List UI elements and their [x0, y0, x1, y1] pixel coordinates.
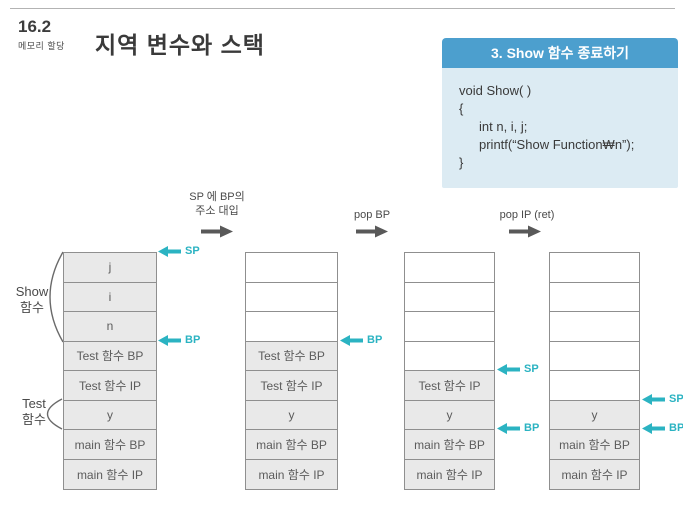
sp-label: SP: [524, 363, 539, 375]
left-arrow-icon: [497, 423, 520, 434]
step-arrow-icon: [356, 225, 388, 238]
stack-cell: Test 함수 BP: [246, 341, 337, 371]
stack-cell: [405, 282, 494, 312]
left-arrow-icon: [642, 394, 665, 405]
stack-cell: y: [550, 400, 639, 430]
stack-cell: [550, 253, 639, 283]
transition-label-sp-assign: SP 에 BP의 주소 대입: [182, 190, 252, 218]
bp-pointer-stack2: BP: [340, 335, 382, 346]
left-arrow-icon: [158, 246, 181, 257]
sp-pointer-stack1: SP: [158, 246, 200, 257]
code-line: printf(“Show Function₩n”);: [479, 137, 635, 152]
bp-pointer-stack3: BP: [497, 423, 539, 434]
left-arrow-icon: [642, 423, 665, 434]
stack-diagram-3: Test 함수 IP y main 함수 BP main 함수 IP: [404, 252, 495, 490]
stack-cell: Test 함수 IP: [405, 371, 494, 401]
stack-cell: n: [64, 312, 156, 342]
stack-cell: main 함수 BP: [405, 430, 494, 460]
stack-cell: [550, 341, 639, 371]
frame-label-line: 함수: [22, 412, 46, 427]
code-panel-body: void Show( ) { int n, i, j; printf(“Show…: [442, 68, 678, 188]
bp-label: BP: [367, 334, 383, 346]
code-panel: 3. Show 함수 종료하기 void Show( ) { int n, i,…: [442, 38, 678, 188]
stack-cell: [550, 371, 639, 401]
frame-label-show: Show 함수: [12, 284, 52, 316]
show-frame-brace: [49, 251, 64, 343]
stack-cell: main 함수 IP: [550, 459, 639, 489]
frame-label-line: Test: [22, 396, 46, 411]
transition-label-line: pop BP: [353, 209, 391, 221]
stack-cell: y: [64, 400, 156, 430]
stack-diagram-4: y main 함수 BP main 함수 IP: [549, 252, 640, 490]
bp-pointer-stack1: BP: [158, 335, 200, 346]
bp-pointer-stack4: BP: [642, 423, 683, 434]
code-line: {: [459, 101, 464, 116]
sp-pointer-stack4: SP: [642, 394, 683, 405]
sp-label: SP: [185, 245, 200, 257]
transition-label-pop-ip: pop IP (ret): [492, 208, 562, 222]
stack-cell: [405, 312, 494, 342]
stack-cell: [246, 253, 337, 283]
frame-label-line: Show: [15, 284, 49, 299]
stack-cell: y: [246, 400, 337, 430]
stack-cell: main 함수 IP: [246, 459, 337, 489]
frame-label-test: Test 함수: [14, 396, 54, 428]
stack-cell: [405, 341, 494, 371]
stack-cell: [550, 312, 639, 342]
stack-diagram-1: j i n Test 함수 BP Test 함수 IP y main 함수 BP…: [63, 252, 157, 490]
stack-cell: main 함수 IP: [64, 459, 156, 489]
left-arrow-icon: [158, 335, 181, 346]
code-panel-header: 3. Show 함수 종료하기: [442, 38, 678, 68]
sp-pointer-stack3: SP: [497, 364, 539, 375]
stack-diagram-2: Test 함수 BP Test 함수 IP y main 함수 BP main …: [245, 252, 338, 490]
stack-cell: main 함수 BP: [64, 430, 156, 460]
stack-cell: main 함수 IP: [405, 459, 494, 489]
stack-cell: Test 함수 BP: [64, 341, 156, 371]
stack-cell: [246, 312, 337, 342]
transition-label-line: 주소 대입: [195, 205, 239, 217]
stack-cell: [405, 253, 494, 283]
stack-cell: [550, 282, 639, 312]
stack-cell: main 함수 BP: [550, 430, 639, 460]
stack-cell: Test 함수 IP: [246, 371, 337, 401]
stack-cell: [246, 282, 337, 312]
header-divider: [10, 8, 675, 9]
code-line: void Show( ): [459, 83, 532, 98]
transition-label-line: pop IP (ret): [499, 209, 555, 221]
stack-cell: main 함수 BP: [246, 430, 337, 460]
section-number: 16.2: [18, 17, 52, 36]
transition-label-pop-bp: pop BP: [342, 208, 402, 222]
frame-label-line: 함수: [20, 300, 44, 315]
stack-cell: y: [405, 400, 494, 430]
bp-label: BP: [524, 422, 540, 434]
stack-cell: i: [64, 282, 156, 312]
code-line: }: [459, 155, 464, 170]
sp-label: SP: [669, 393, 683, 405]
transition-label-line: SP 에 BP의: [189, 191, 245, 203]
step-arrow-icon: [201, 225, 233, 238]
bp-label: BP: [669, 422, 683, 434]
code-line: int n, i, j;: [479, 119, 528, 134]
test-frame-brace: [46, 398, 63, 430]
left-arrow-icon: [497, 364, 520, 375]
page-title: 지역 변수와 스택: [95, 32, 265, 58]
left-arrow-icon: [340, 335, 363, 346]
bp-label: BP: [185, 334, 201, 346]
stack-cell: Test 함수 IP: [64, 371, 156, 401]
stack-cell: j: [64, 253, 156, 283]
step-arrow-icon: [509, 225, 541, 238]
section-subtitle: 메모리 할당: [18, 41, 65, 51]
